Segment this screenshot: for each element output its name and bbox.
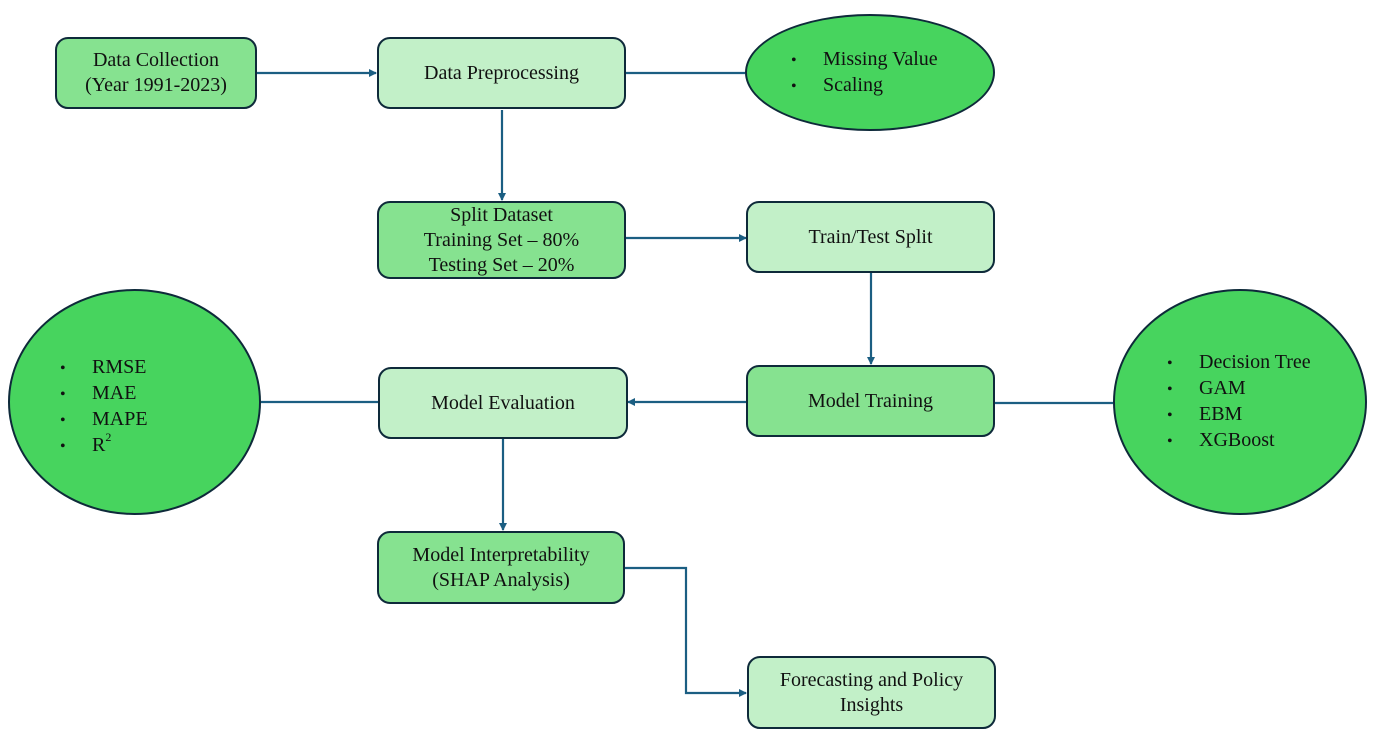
bullet-icon: • [791, 77, 797, 95]
item-r-squared: R2 [92, 430, 112, 458]
model-interpretability-node: Model Interpretability (SHAP Analysis) [377, 531, 625, 604]
split-dataset-training: Training Set – 80% [423, 228, 580, 251]
split-dataset-testing: Testing Set – 20% [428, 253, 575, 276]
data-preprocessing-label: Data Preprocessing [424, 61, 579, 84]
data-collection-line-2: (Year 1991-2023) [85, 74, 227, 96]
r-squared-exponent: 2 [105, 430, 112, 445]
model-training-label: Model Training [807, 389, 934, 412]
item-scaling: Scaling [823, 73, 883, 96]
list-item: • R2 [60, 430, 148, 459]
list-item: • Scaling [791, 73, 938, 99]
list-item: • RMSE [60, 355, 148, 381]
train-test-split-label: Train/Test Split [808, 225, 933, 248]
list-item: • Decision Tree [1167, 350, 1311, 376]
data-preprocessing-node: Data Preprocessing [377, 37, 626, 109]
bullet-icon: • [60, 386, 66, 403]
item-rmse: RMSE [92, 356, 147, 378]
item-missing-value: Missing Value [823, 47, 938, 70]
model-interpretability-line-2: (SHAP Analysis) [432, 568, 570, 591]
data-collection-line-1: Data Collection [92, 49, 220, 71]
list-item: • XGBoost [1167, 428, 1311, 454]
model-evaluation-node: Model Evaluation [378, 367, 628, 439]
bullet-icon: • [60, 412, 66, 429]
model-evaluation-label: Model Evaluation [431, 391, 575, 414]
evaluation-metrics-ellipse: • RMSE • MAE • MAPE • R2 [8, 289, 261, 515]
bullet-icon: • [791, 51, 797, 69]
item-gam: GAM [1199, 377, 1246, 399]
bullet-icon: • [1167, 433, 1173, 450]
forecasting-line-1: Forecasting and Policy [779, 668, 964, 691]
bullet-icon: • [1167, 381, 1173, 398]
bullet-icon: • [1167, 355, 1173, 372]
list-item: • Missing Value [791, 47, 938, 73]
train-test-split-node: Train/Test Split [746, 201, 995, 273]
list-item: • GAM [1167, 376, 1311, 402]
split-dataset-node: Split Dataset Training Set – 80% Testing… [377, 201, 626, 279]
forecasting-node: Forecasting and Policy Insights [747, 656, 996, 729]
bullet-icon: • [1167, 407, 1173, 424]
split-dataset-title: Split Dataset [450, 203, 553, 226]
forecasting-line-2: Insights [839, 693, 904, 716]
bullet-icon: • [60, 438, 66, 455]
edge-interpretability-to-forecasting [625, 566, 747, 697]
list-item: • MAPE [60, 407, 148, 433]
models-ellipse: • Decision Tree • GAM • EBM • XGBoost [1113, 289, 1367, 515]
item-decision-tree: Decision Tree [1199, 351, 1311, 373]
model-training-node: Model Training [746, 365, 995, 437]
list-item: • MAE [60, 381, 148, 407]
r-squared-base: R [92, 434, 106, 456]
item-mae: MAE [92, 382, 137, 404]
preprocessing-steps-ellipse: • Missing Value • Scaling [745, 14, 995, 131]
item-ebm: EBM [1199, 403, 1243, 425]
data-collection-node: Data Collection (Year 1991-2023) [55, 37, 257, 109]
model-interpretability-line-1: Model Interpretability [412, 543, 590, 566]
item-xgboost: XGBoost [1199, 429, 1275, 451]
item-mape: MAPE [92, 408, 148, 430]
list-item: • EBM [1167, 402, 1311, 428]
bullet-icon: • [60, 360, 66, 377]
